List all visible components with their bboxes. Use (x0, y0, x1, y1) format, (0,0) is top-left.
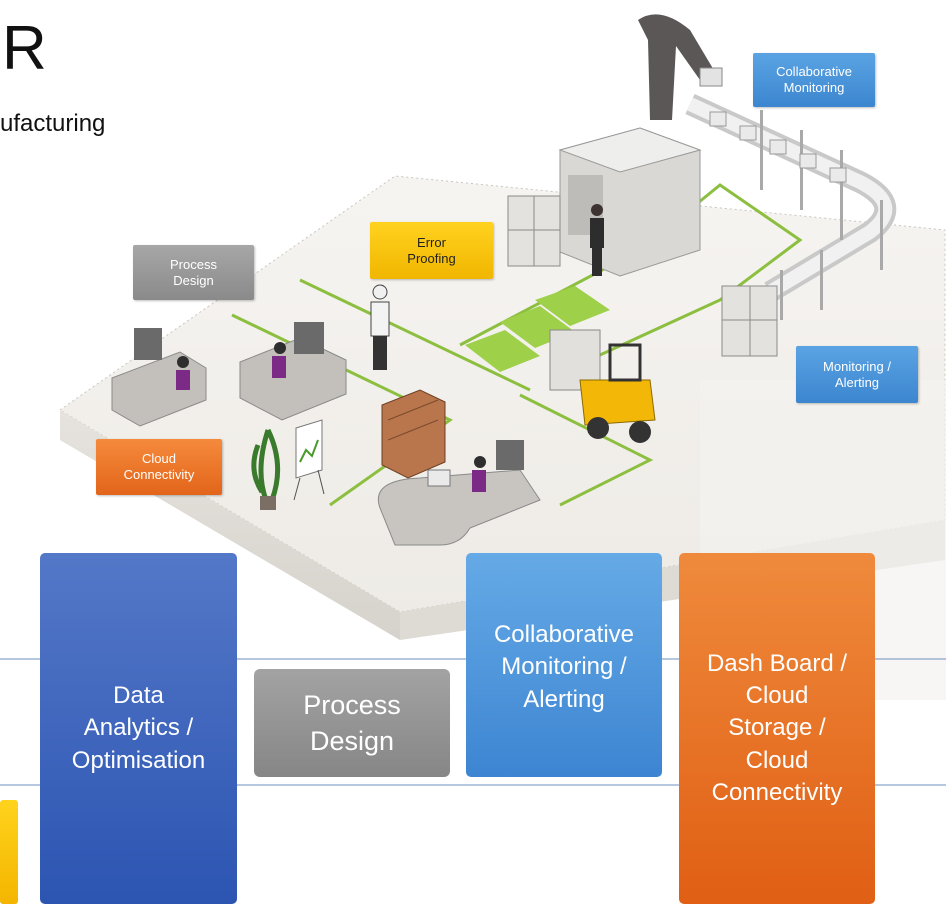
flipchart-icon (293, 419, 325, 501)
tag-error-proofing: Error Proofing (370, 222, 493, 279)
operator-icon (370, 204, 604, 370)
block-process-design: Process Design (254, 669, 450, 777)
workstation-machine (558, 127, 702, 277)
page-subtitle: ufacturing (0, 110, 106, 137)
conveyor-belt-icon (685, 94, 897, 320)
robot-arm-icon (638, 14, 723, 120)
block-dashboard-cloud-storage: Dash Board / Cloud Storage / Cloud Conne… (679, 553, 875, 904)
error-proofing-block-partial (0, 800, 18, 904)
shelf-icon (381, 389, 446, 479)
forklift-icon (549, 329, 656, 443)
tag-cloud-connectivity: Cloud Connectivity (96, 439, 222, 495)
block-data-analytics: Data Analytics / Optimisation (40, 553, 237, 904)
tag-collaborative-monitoring: Collaborative Monitoring (753, 53, 875, 107)
plant-icon (251, 428, 281, 510)
tag-process-design: Process Design (133, 245, 254, 300)
box-stack-icon (507, 195, 778, 357)
page-title: R (2, 14, 47, 83)
tag-monitoring-alerting: Monitoring / Alerting (796, 346, 918, 403)
office-desk-icon (111, 322, 541, 546)
block-collaborative-monitoring-alerting: Collaborative Monitoring / Alerting (466, 553, 662, 777)
